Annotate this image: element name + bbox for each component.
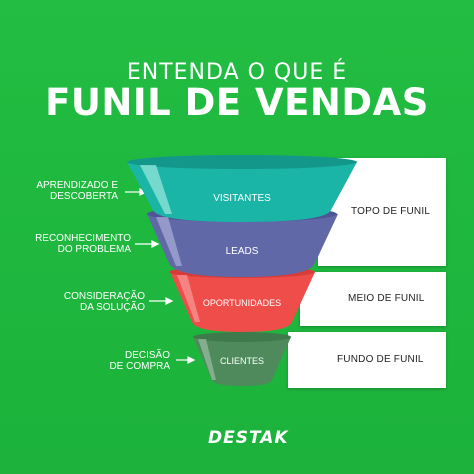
stage-label-4-line2: DE COMPRA <box>109 361 170 372</box>
funnel-label-leads: LEADS <box>226 246 259 257</box>
funnel-layer-visitantes <box>127 155 357 222</box>
brand-logo: DESTAK <box>208 428 289 448</box>
stage-label-1-line2: DESCOBERTA <box>50 191 118 202</box>
panel-middle: MEIO DE FUNIL <box>300 272 446 326</box>
funnel-label-visitantes: VISITANTES <box>213 193 271 204</box>
panel-bottom: FUNDO DE FUNIL <box>288 332 446 388</box>
funnel-layer-clientes <box>193 332 291 386</box>
stage-label-4-line1: DECISÃO <box>124 350 170 361</box>
arrow-4 <box>176 356 196 364</box>
panel-bottom-label: FUNDO DE FUNIL <box>337 354 424 365</box>
stage-label-2-line2: DO PROBLEMA <box>57 244 131 255</box>
page-title: FUNIL DE VENDAS <box>45 81 429 124</box>
panel-middle-label: MEIO DE FUNIL <box>348 293 425 304</box>
funnel-label-oportunidades: OPORTUNIDADES <box>203 298 281 308</box>
stage-label-2-line1: RECONHECIMENTO <box>35 233 131 244</box>
stage-label-3: CONSIDERAÇÃO DA SOLUÇÃO <box>64 291 145 313</box>
stage-label-3-line2: DA SOLUÇÃO <box>79 302 145 313</box>
arrow-2 <box>135 240 160 248</box>
funnel-label-clientes: CLIENTES <box>220 356 264 366</box>
stage-label-3-line1: CONSIDERAÇÃO <box>63 291 145 302</box>
stage-label-1-line1: APRENDIZADO E <box>36 180 118 191</box>
stage-label-4: DECISÃO DE COMPRA <box>109 350 170 372</box>
arrow-3 <box>149 297 174 305</box>
stage-label-1: APRENDIZADO E DESCOBERTA <box>36 180 118 202</box>
subtitle: ENTENDA O QUE É <box>126 60 348 85</box>
panel-top-label: TOPO DE FUNIL <box>351 206 431 217</box>
stage-label-2: RECONHECIMENTO DO PROBLEMA <box>35 233 131 255</box>
